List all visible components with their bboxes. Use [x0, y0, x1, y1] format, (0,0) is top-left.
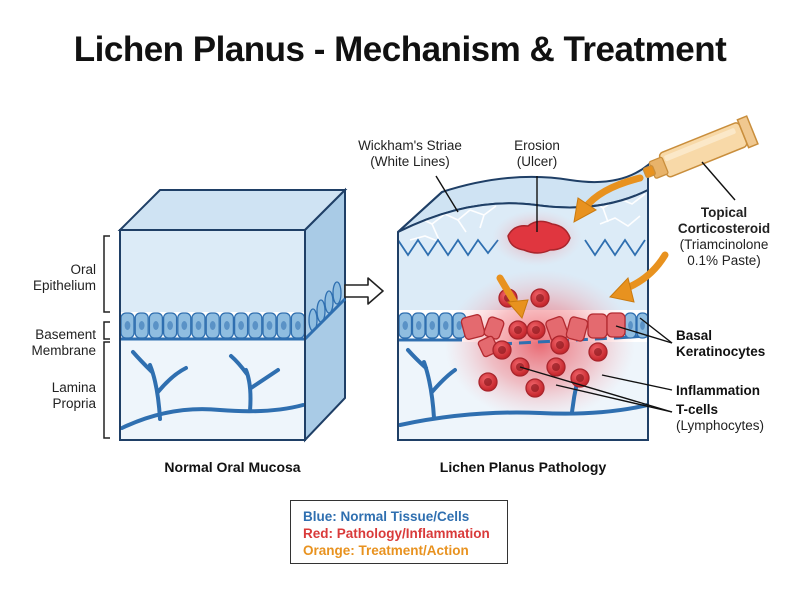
- basal-cell-nucleus: [280, 321, 287, 330]
- label-wickhams-striae-line2: (White Lines): [370, 154, 450, 169]
- basal-cell-nucleus: [402, 321, 408, 330]
- left-brackets: [103, 235, 110, 439]
- legend-blue: Blue: Normal Tissue/Cells: [303, 509, 470, 524]
- t-cell-nucleus: [576, 374, 584, 382]
- label-oral-epithelium: Oral Epithelium: [20, 262, 96, 294]
- pathology-basal-cells: [398, 312, 648, 339]
- label-t-cells-line1: T-cells: [676, 402, 719, 417]
- damaged-keratinocytes: [460, 312, 626, 358]
- label-t-cells: T-cells (Lymphocytes): [676, 402, 764, 434]
- label-topical-line4: 0.1% Paste): [687, 253, 761, 268]
- basal-cell-nucleus: [238, 321, 244, 330]
- label-erosion-line1: Erosion: [514, 138, 560, 153]
- t-cell-nucleus: [532, 326, 540, 334]
- legend-orange: Orange: Treatment/Action: [303, 543, 469, 558]
- treatment-arrowheads: [506, 197, 635, 319]
- normal-epithelium: [120, 230, 305, 312]
- label-erosion: Erosion (Ulcer): [497, 138, 577, 170]
- t-cell-nucleus: [514, 326, 522, 334]
- t-cell-nucleus: [556, 341, 564, 349]
- basal-cell-nucleus: [628, 321, 633, 330]
- basal-cell-nucleus: [416, 321, 422, 330]
- label-basement-membrane-line2: Membrane: [31, 343, 96, 358]
- ointment-tube-icon: [642, 115, 759, 179]
- label-erosion-line2: (Ulcer): [516, 154, 558, 169]
- basal-cell-nucleus: [640, 321, 645, 330]
- t-cell-nucleus: [498, 346, 506, 354]
- label-lamina-propria: Lamina Propria: [20, 380, 96, 412]
- label-t-cells-line2: (Lymphocytes): [676, 418, 765, 433]
- label-basement-membrane-line1: Basement: [35, 327, 96, 342]
- label-lamina-propria-line2: Propria: [52, 396, 96, 411]
- label-inflammation: Inflammation: [676, 383, 761, 398]
- label-topical-line2: Corticosteroid: [677, 221, 771, 236]
- caption-normal: Normal Oral Mucosa: [164, 459, 301, 475]
- label-oral-epithelium-line2: Epithelium: [32, 278, 96, 293]
- basal-cell-nucleus: [443, 321, 449, 330]
- label-basement-membrane: Basement Membrane: [10, 327, 96, 359]
- basal-cell-nucleus: [456, 321, 462, 330]
- label-wickhams-striae: Wickham's Striae (White Lines): [345, 138, 475, 170]
- basal-cell-nucleus: [195, 321, 202, 330]
- t-cell-nucleus: [484, 378, 492, 386]
- erosion-ulcer: [507, 220, 571, 254]
- t-cell-nucleus: [536, 294, 544, 302]
- normal-lamina-propria: [120, 340, 305, 440]
- basal-cell-nucleus: [153, 321, 159, 330]
- pathology-block: [397, 162, 649, 441]
- legend-red: Red: Pathology/Inflammation: [303, 526, 490, 541]
- normal-basal-cells: [120, 312, 306, 339]
- label-lamina-propria-line1: Lamina: [51, 380, 96, 395]
- label-basal-line1: Basal: [676, 328, 713, 343]
- basal-cell-nucleus: [429, 321, 435, 330]
- basal-cell-nucleus: [209, 321, 216, 330]
- normal-blood-vessels: [120, 350, 305, 430]
- transition-arrow-icon: [344, 277, 384, 305]
- label-oral-epithelium-line1: Oral: [70, 262, 96, 277]
- leader-lines: [435, 161, 736, 413]
- rete-ridges: [398, 238, 646, 257]
- basal-cell-nucleus: [124, 321, 131, 330]
- page-title: Lichen Planus - Mechanism & Treatment: [73, 30, 727, 69]
- t-cell-nucleus: [594, 348, 602, 356]
- basal-cell-nucleus: [266, 321, 273, 330]
- caption-pathology: Lichen Planus Pathology: [439, 459, 607, 475]
- normal-side-cells: [308, 281, 342, 332]
- label-wickhams-striae-line1: Wickham's Striae: [358, 138, 462, 153]
- basal-cell-nucleus: [138, 321, 145, 330]
- label-topical-line3: (Triamcinolone: [679, 237, 769, 252]
- basal-cell-nucleus: [252, 321, 259, 330]
- basal-cell-nucleus: [181, 321, 188, 330]
- label-basal-keratinocytes: Basal Keratinocytes: [676, 328, 765, 360]
- color-legend: Blue: Normal Tissue/Cells Red: Pathology…: [290, 500, 508, 564]
- basal-cell-nucleus: [167, 321, 173, 330]
- basal-cell-nucleus: [224, 321, 230, 330]
- basal-cell-nucleus: [295, 321, 301, 330]
- label-topical-corticosteroid: Topical Corticosteroid (Triamcinolone 0.…: [664, 205, 784, 269]
- t-cell-nucleus: [531, 384, 539, 392]
- t-cell-nucleus: [552, 363, 560, 371]
- label-basal-line2: Keratinocytes: [676, 344, 766, 359]
- normal-mucosa-block: [117, 187, 348, 443]
- label-topical-line1: Topical: [700, 205, 748, 220]
